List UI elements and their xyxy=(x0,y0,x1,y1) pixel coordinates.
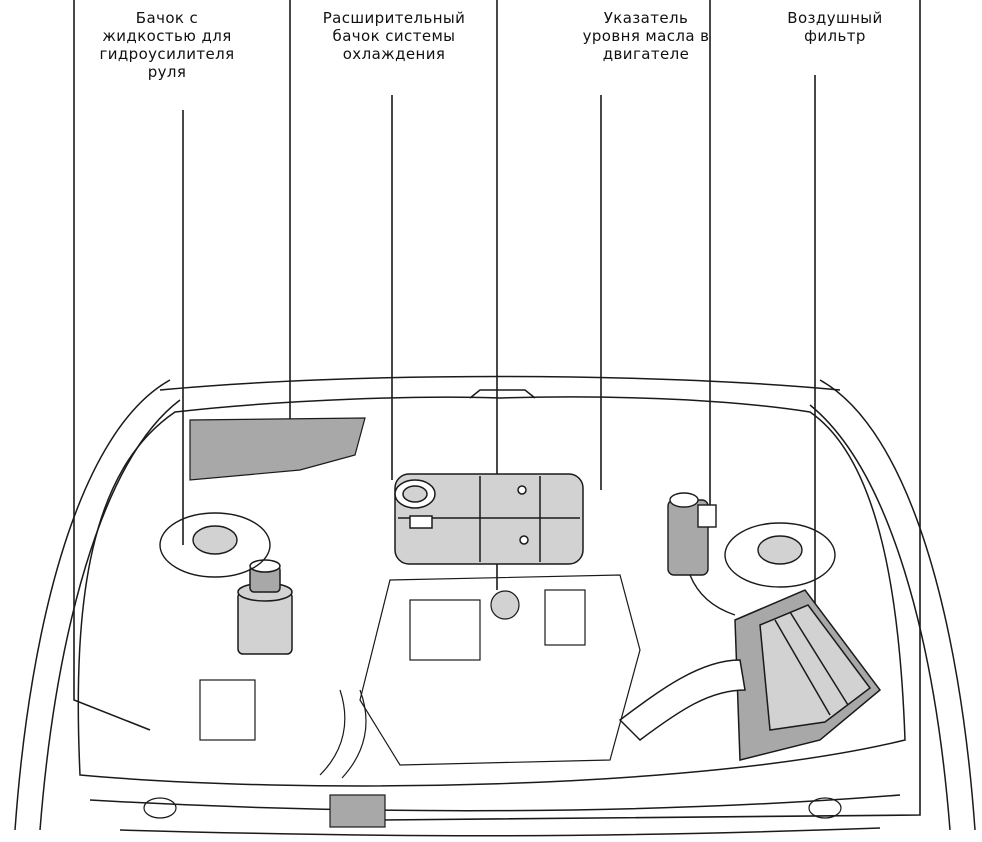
label-air-filter: Воздушный фильтр xyxy=(760,9,910,45)
air-filter-housing xyxy=(620,590,880,760)
strut-mount-right xyxy=(758,536,802,564)
tank-cap-inner xyxy=(403,486,427,502)
fender-left-inner xyxy=(40,400,180,830)
bumper-plate xyxy=(330,795,385,827)
strut-mount-left xyxy=(193,526,237,554)
fender-right-inner xyxy=(810,405,950,830)
power-steering-reservoir xyxy=(238,560,292,654)
label-coolant-expansion-tank: Расширительный бачок системы охлаждения xyxy=(290,9,498,63)
throttle-body xyxy=(545,590,585,645)
relay-box xyxy=(200,680,255,740)
radiator-hose-left xyxy=(320,690,345,775)
cowl-line xyxy=(160,377,840,391)
tank-label-plate xyxy=(410,516,432,528)
dipstick-tube xyxy=(690,575,735,615)
label-power-steering-reservoir: Бачок с жидкостью для гидроусилителя рул… xyxy=(68,9,266,81)
air-intake-hose xyxy=(620,660,745,740)
fender-left xyxy=(15,380,170,830)
label-oil-dipstick: Указатель уровня масла в двигателе xyxy=(548,9,744,63)
tank-bolt-2 xyxy=(520,536,528,544)
reservoir-cap-top xyxy=(250,560,280,572)
battery-tray xyxy=(190,418,365,480)
headlight-left xyxy=(144,798,176,818)
dipstick-handle xyxy=(698,505,716,527)
leader-line-reservoir-outer xyxy=(74,0,150,730)
bumper-line xyxy=(120,828,880,836)
front-panel xyxy=(90,795,900,811)
coolant-expansion-tank xyxy=(395,474,583,564)
intake-manifold xyxy=(410,600,480,660)
distributor xyxy=(491,591,519,619)
dipstick-cap xyxy=(670,493,698,507)
tank-bolt-1 xyxy=(518,486,526,494)
